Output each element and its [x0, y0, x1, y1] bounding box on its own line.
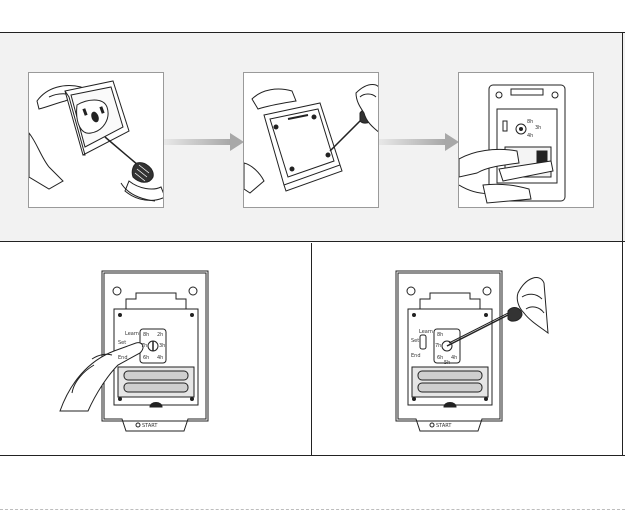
step-5-panel: Learn Set End 8h 7h 6h 4h 5h START — [312, 243, 622, 455]
set-label: Set — [118, 340, 126, 346]
svg-text:8h: 8h — [527, 119, 533, 125]
dial-label-7h: 7h — [141, 343, 147, 349]
svg-text:4h: 4h — [527, 133, 533, 139]
brand-mark: START — [436, 423, 452, 429]
dial-label-2h: 2h — [157, 332, 163, 338]
step-3-illustration: 8h 3h 4h — [458, 72, 594, 208]
step-4-press-learn-button-icon — [60, 271, 208, 431]
cut-line — [0, 509, 625, 510]
end-label: End — [411, 353, 421, 359]
set-label: Set — [411, 338, 419, 344]
step-1-remove-front-plate-icon — [29, 81, 164, 201]
dial-label-4h: 4h — [451, 355, 457, 361]
learn-label: Learn — [419, 329, 433, 335]
dial-label-6h: 6h — [143, 355, 149, 361]
dial-label-3h: 3h — [159, 343, 165, 349]
dial-label-7h: 7h — [435, 343, 441, 349]
dial-label-6h: 6h — [437, 355, 443, 361]
step-1-illustration — [28, 72, 164, 208]
right-border — [622, 32, 623, 456]
bottom-border — [0, 455, 625, 456]
dial-label-8h: 8h — [143, 332, 149, 338]
dial-label-5h: 5h — [444, 360, 450, 366]
step-4-panel: Learn Set End 8h 2h 7h 3h 6h 4h START — [0, 243, 311, 455]
svg-text:3h: 3h — [535, 125, 541, 131]
learn-label: Learn — [125, 331, 139, 337]
arrow-right-icon — [379, 130, 459, 154]
step-2-remove-back-cover-icon — [244, 85, 379, 194]
dial-label-8h: 8h — [437, 332, 443, 338]
arrow-right-icon — [164, 130, 244, 154]
step-3-pull-battery-tab-icon: 8h 3h 4h — [459, 85, 565, 203]
dial-label-4h: 4h — [157, 355, 163, 361]
end-label: End — [118, 355, 128, 361]
brand-mark: START — [142, 423, 158, 429]
step-2-illustration — [243, 72, 379, 208]
step-5-set-timer-dial-icon — [396, 271, 548, 431]
